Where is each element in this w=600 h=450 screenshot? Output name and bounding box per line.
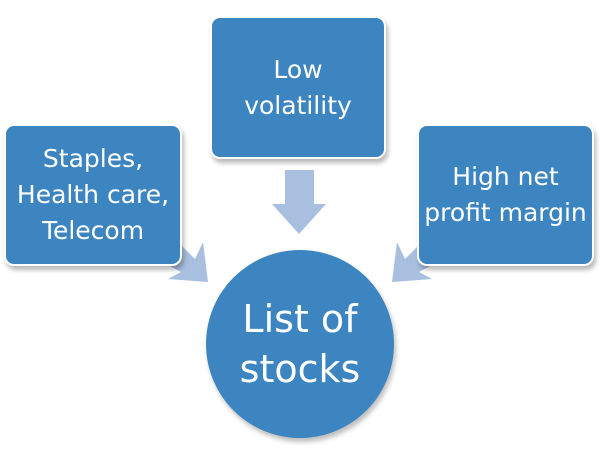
- list-of-stocks-circle: List of stocks: [206, 250, 394, 438]
- arrow-down: [272, 170, 326, 234]
- low-volatility-label: Low volatility: [244, 54, 352, 120]
- sectors-box: Staples, Health care, Telecom: [4, 124, 182, 266]
- arrow-right-diagonal: [392, 242, 434, 282]
- profit-margin-label: High net profit margin: [424, 162, 587, 227]
- profit-margin-box: High net profit margin: [417, 124, 594, 266]
- sectors-label: Staples, Health care, Telecom: [16, 144, 170, 245]
- list-of-stocks-label: List of stocks: [239, 297, 361, 391]
- low-volatility-box: Low volatility: [210, 16, 386, 159]
- arrow-left-diagonal: [166, 242, 208, 282]
